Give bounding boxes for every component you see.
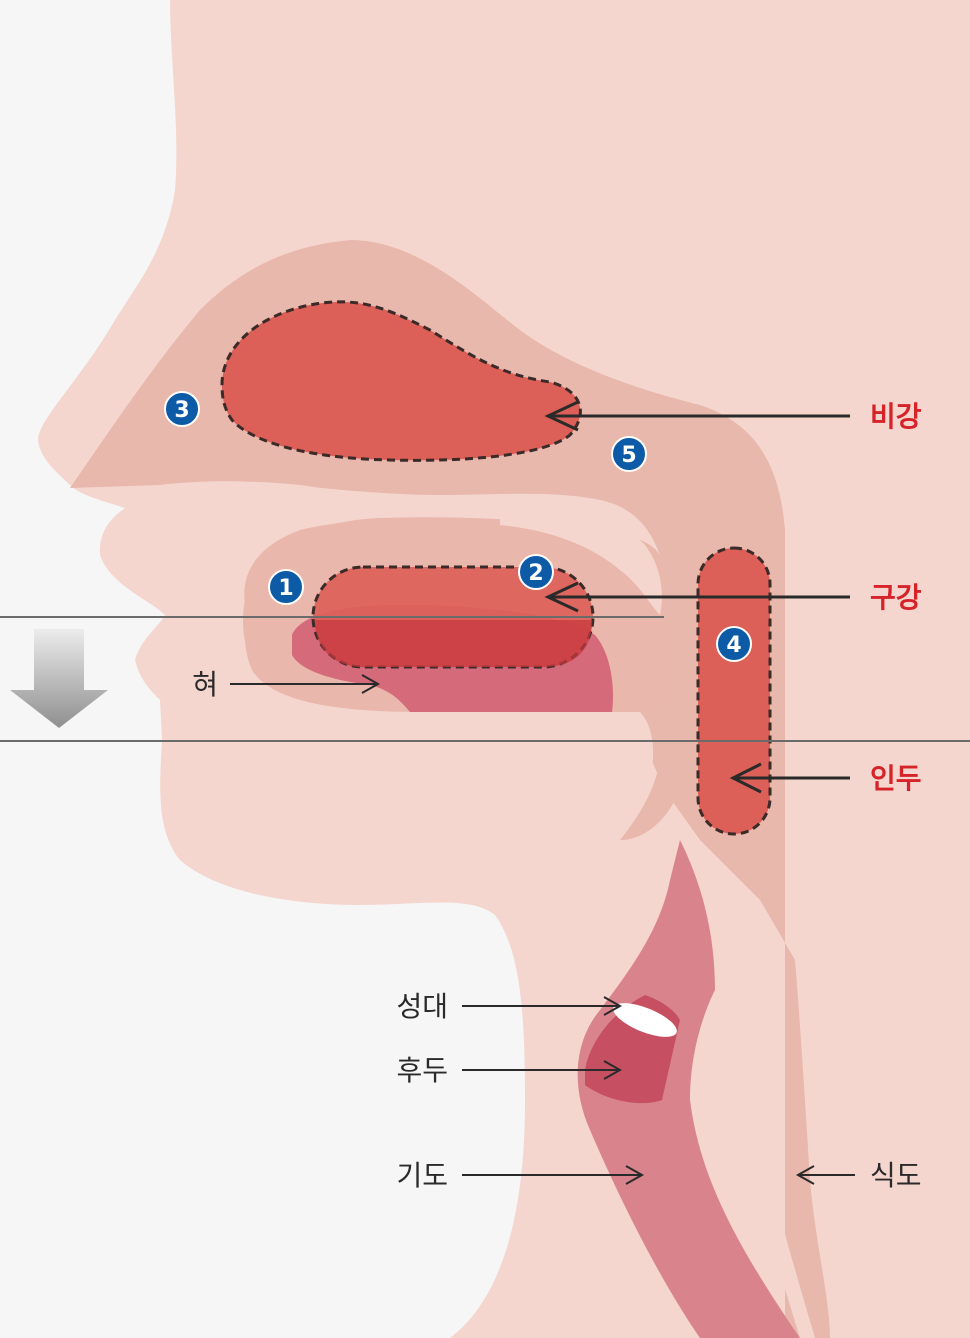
arrow-trachea — [462, 1165, 645, 1185]
marker-5: 5 — [611, 436, 647, 472]
oral-cavity-highlight-lower — [315, 620, 592, 667]
label-larynx: 후두 — [396, 1054, 448, 1087]
vocal-cords-shape — [613, 1003, 677, 1037]
epiglottis — [620, 760, 675, 840]
pharynx-highlight — [696, 546, 772, 836]
marker-3: 3 — [164, 391, 200, 427]
arrow-esophagus — [795, 1165, 855, 1185]
label-oral-cavity: 구강 — [870, 581, 922, 614]
svg-text:2: 2 — [528, 561, 543, 586]
label-esophagus: 식도 — [870, 1159, 922, 1192]
arrow-nasal-cavity — [544, 400, 850, 432]
arrow-vocal-cords — [462, 996, 623, 1016]
airway-tract — [70, 240, 830, 1338]
label-vocal-cords: 성대 — [396, 990, 448, 1023]
marker-4: 4 — [716, 626, 752, 662]
label-trachea: 기도 — [396, 1159, 448, 1192]
arrow-larynx — [462, 1060, 623, 1080]
soft-palate — [500, 505, 662, 615]
trachea-shape — [577, 840, 800, 1338]
esophagus-shape — [710, 993, 815, 1338]
nasal-cavity-highlight — [220, 300, 582, 462]
arrow-pharynx — [729, 762, 850, 794]
upper-lip — [125, 481, 345, 522]
svg-text:4: 4 — [726, 633, 741, 658]
arrow-oral-cavity — [544, 581, 850, 613]
svg-text:1: 1 — [278, 576, 293, 601]
svg-text:5: 5 — [621, 443, 636, 468]
label-nasal-cavity: 비강 — [870, 400, 922, 433]
down-arrow-icon — [10, 629, 108, 728]
marker-2: 2 — [518, 554, 554, 590]
label-tongue: 혀 — [192, 668, 218, 701]
marker-1: 1 — [268, 569, 304, 605]
label-pharynx: 인두 — [870, 762, 922, 795]
arrow-tongue — [230, 674, 381, 694]
svg-text:3: 3 — [174, 398, 189, 423]
